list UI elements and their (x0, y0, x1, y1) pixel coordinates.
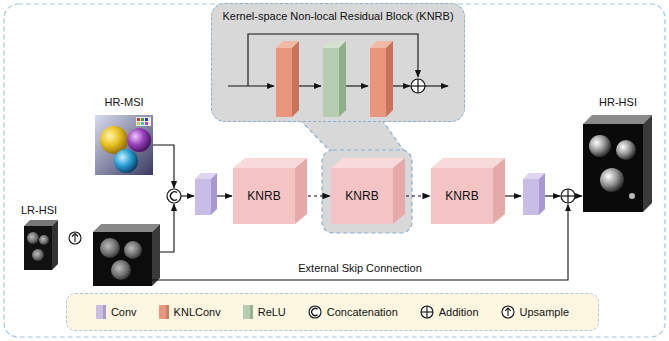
block-label: KNRB (247, 190, 280, 203)
cube-face (295, 158, 307, 224)
connector (406, 195, 430, 196)
concatenation-symbol (167, 189, 181, 203)
legend-text: Concatenation (327, 306, 398, 319)
legend-text: Conv (111, 306, 137, 319)
image-label: HR-MSI (92, 96, 156, 109)
wire (545, 195, 560, 196)
legend-text: ReLU (258, 306, 286, 319)
upsampled-hsi-image (93, 224, 160, 286)
zoom-panel: Kernel-space Non-local Residual Block (K… (211, 3, 465, 122)
zoom-neck-edge (300, 120, 330, 151)
legend-item: Upsample (501, 305, 570, 319)
note-label: External Skip Connection (296, 262, 424, 275)
cube-face (331, 168, 393, 224)
legend-item: Concatenation (308, 305, 398, 319)
legend-symbol (420, 305, 434, 319)
cube-face (493, 158, 505, 224)
legend-item: KNLConv (159, 305, 221, 319)
conv-block (195, 173, 217, 215)
zoom-neck (300, 120, 404, 151)
block-box: KNRB (331, 158, 405, 224)
block-label: KNRB (445, 190, 478, 203)
legend-swatch (243, 305, 253, 319)
hr-msi-image (95, 115, 153, 175)
image-label: HR-HSI (578, 96, 658, 109)
legend-swatch (96, 305, 106, 319)
block-box: KNRB (233, 158, 307, 224)
legend-symbol (501, 305, 515, 319)
upsample-symbol (69, 232, 81, 244)
relu-block (323, 41, 346, 117)
panel-title: Kernel-space Non-local Residual Block (K… (212, 10, 464, 23)
knlconv-block (276, 41, 299, 117)
image-node: LR-HSI (14, 204, 64, 272)
cube-face (393, 158, 405, 224)
addition-symbol (561, 189, 575, 203)
wire (217, 195, 232, 196)
image-label: LR-HSI (14, 204, 64, 217)
legend-item: ReLU (243, 305, 286, 319)
cube-face (233, 158, 307, 168)
outer-frame (4, 4, 665, 337)
block-face: KNRB (233, 168, 295, 224)
legend-panel: Conv KNLConv ReLU Concatenation Addition Upsa… (66, 293, 599, 331)
legend-item: Conv (96, 305, 137, 319)
wire (181, 195, 194, 196)
legend-text: Addition (439, 306, 479, 319)
wire (505, 195, 521, 196)
conv-block (523, 173, 545, 215)
wire (160, 204, 174, 252)
legend-text: Upsample (520, 306, 570, 319)
cube-face (233, 168, 295, 224)
legend-item: Addition (420, 305, 479, 319)
image-node: HR-HSI (578, 96, 658, 214)
block-face: KNRB (331, 168, 393, 224)
wire (575, 195, 582, 196)
lr-hsi-image (24, 220, 58, 270)
wire (153, 145, 174, 188)
image-node: HR-MSI (92, 96, 156, 178)
connector (308, 195, 330, 196)
block-box: KNRB (431, 158, 505, 224)
cube-face (331, 158, 405, 168)
cube-face (431, 168, 493, 224)
block-face: KNRB (431, 168, 493, 224)
hr-hsi-image (583, 115, 652, 212)
legend-swatch (159, 305, 169, 319)
highlight-region (322, 150, 412, 233)
addition-symbol (411, 79, 425, 93)
cube-face (431, 158, 505, 168)
legend-symbol (308, 305, 322, 319)
block-label: KNRB (345, 190, 378, 203)
legend-text: KNLConv (174, 306, 221, 319)
knlconv-block (370, 41, 393, 117)
zoom-neck-edge (382, 120, 404, 151)
